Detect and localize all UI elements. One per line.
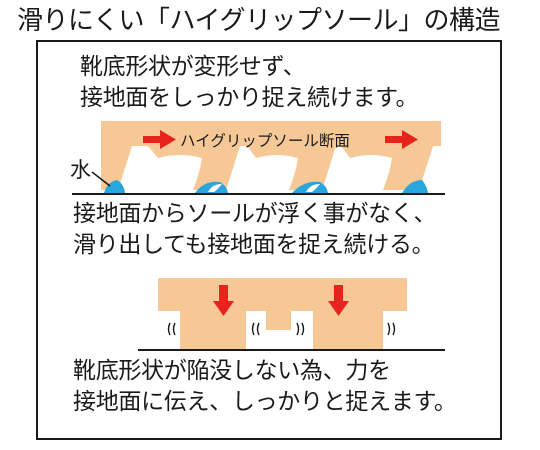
sole-cross-section-diagram: ハイグリップソール断面 水 xyxy=(70,121,445,195)
paragraph-line: 靴底形状が陥没しない為、力を xyxy=(73,358,391,384)
water-leader-line xyxy=(91,171,111,187)
down-arrow xyxy=(213,285,234,316)
paragraph-line: 滑り出しても接地面を捉え続ける。 xyxy=(73,232,435,258)
water-label: 水 xyxy=(70,158,91,182)
content-frame xyxy=(36,40,502,440)
sole-body xyxy=(101,121,441,190)
paragraph-line: 接地面に伝え、しっかりと捉えます。 xyxy=(73,389,457,415)
direction-arrow xyxy=(385,130,418,149)
water-droplet xyxy=(402,180,428,193)
sole-section-label: ハイグリップソール断面 xyxy=(180,132,350,150)
down-arrow xyxy=(328,285,349,316)
page-title: 滑りにくい「ハイグリップソール」の構造 xyxy=(17,6,500,36)
paragraph-no-collapse: 靴底形状が陥没しない為、力を 接地面に伝え、しっかりと捉えます。 xyxy=(73,356,457,418)
stress-marks xyxy=(167,322,396,336)
droplet-highlight xyxy=(306,184,320,192)
pressure-sole-diagram xyxy=(138,278,445,351)
direction-arrow xyxy=(143,130,176,149)
water-droplet xyxy=(104,180,125,193)
paragraph-no-lift: 接地面からソールが浮く事がなく、 滑り出しても接地面を捉え続ける。 xyxy=(73,199,437,261)
paragraph-line: 靴底形状が変形せず、 xyxy=(80,54,306,80)
droplet-highlight xyxy=(208,184,222,192)
paragraph-no-deformation: 靴底形状が変形せず、 接地面をしっかり捉え続けます。 xyxy=(80,52,419,114)
paragraph-line: 接地面をしっかり捉え続けます。 xyxy=(80,85,419,111)
paragraph-line: 接地面からソールが浮く事がなく、 xyxy=(73,201,437,227)
sole-block xyxy=(158,278,407,349)
